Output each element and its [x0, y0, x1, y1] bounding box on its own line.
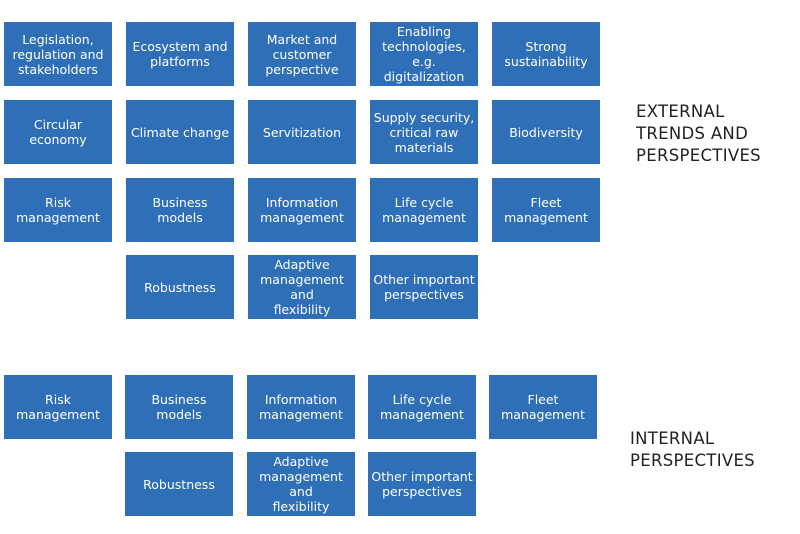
internal-box-risk-management: Risk management: [4, 375, 112, 439]
external-box-climate-change: Climate change: [126, 100, 234, 164]
internal-section-label: INTERNAL PERSPECTIVES: [630, 429, 755, 470]
external-box-strong-sustainability: Strong sustainability: [492, 22, 600, 86]
external-box-circular-economy: Circular economy: [4, 100, 112, 164]
external-box-fleet-management: Fleet management: [492, 178, 600, 242]
external-section-label: EXTERNAL TRENDS AND PERSPECTIVES: [636, 102, 761, 165]
internal-box-business-models: Business models: [125, 375, 233, 439]
internal-box-fleet-management: Fleet management: [489, 375, 597, 439]
external-box-other-perspectives: Other important perspectives: [370, 255, 478, 319]
external-box-market-customer: Market and customer perspective: [248, 22, 356, 86]
internal-box-adaptive-management: Adaptive management and flexibility: [247, 452, 355, 516]
external-box-business-models: Business models: [126, 178, 234, 242]
external-box-supply-security: Supply security, critical raw materials: [370, 100, 478, 164]
external-box-robustness: Robustness: [126, 255, 234, 319]
external-box-legislation: Legislation, regulation and stakeholders: [4, 22, 112, 86]
external-box-risk-management: Risk management: [4, 178, 112, 242]
external-box-adaptive-management: Adaptive management and flexibility: [248, 255, 356, 319]
external-box-life-cycle-management: Life cycle management: [370, 178, 478, 242]
internal-box-life-cycle-management: Life cycle management: [368, 375, 476, 439]
internal-box-information-management: Information management: [247, 375, 355, 439]
internal-box-robustness: Robustness: [125, 452, 233, 516]
internal-box-other-perspectives: Other important perspectives: [368, 452, 476, 516]
external-box-information-management: Information management: [248, 178, 356, 242]
external-box-biodiversity: Biodiversity: [492, 100, 600, 164]
external-box-servitization: Servitization: [248, 100, 356, 164]
external-box-enabling-technologies: Enabling technologies, e.g. digitalizati…: [370, 22, 478, 86]
external-box-ecosystem: Ecosystem and platforms: [126, 22, 234, 86]
